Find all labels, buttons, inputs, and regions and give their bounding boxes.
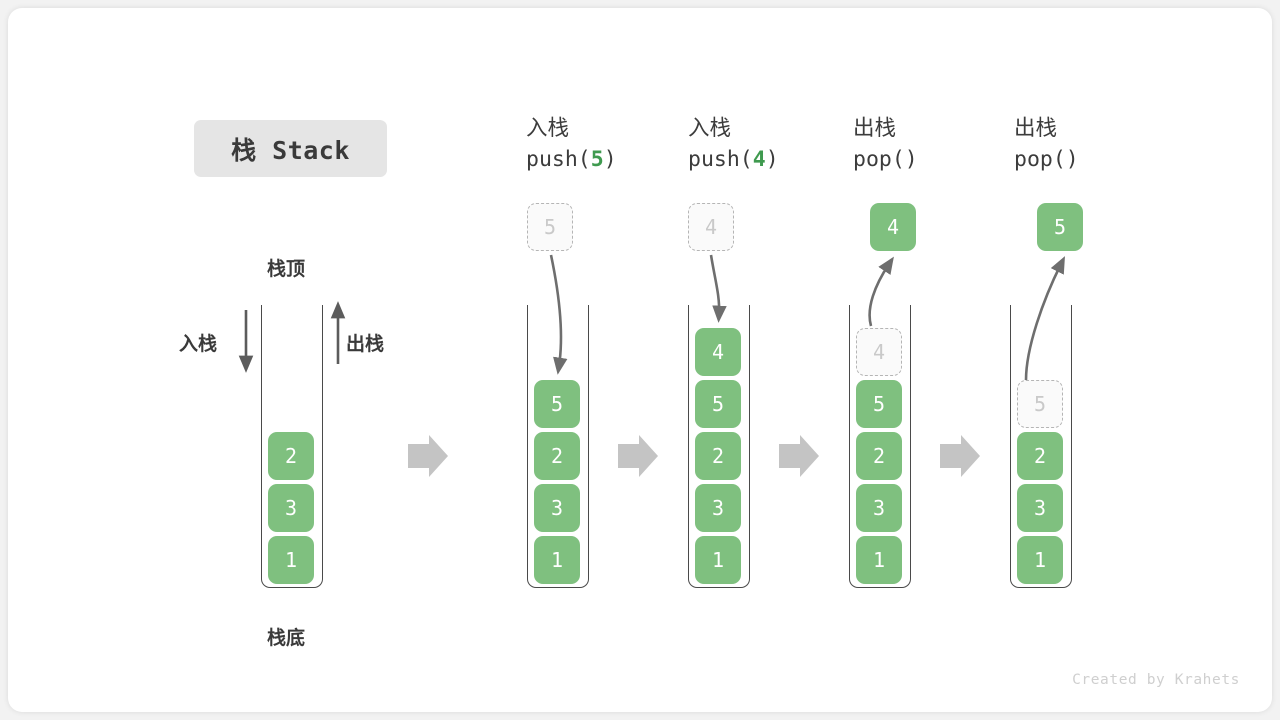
flow-arrow-2 xyxy=(618,435,658,477)
title-badge: 栈 Stack xyxy=(194,120,387,177)
stack-cell: 1 xyxy=(856,536,902,584)
stack-container-push-4 xyxy=(688,305,750,588)
code-suffix: ) xyxy=(765,146,779,172)
external-element-pop-2: 5 xyxy=(1037,203,1083,251)
stack-cell: 1 xyxy=(695,536,741,584)
code-prefix: push( xyxy=(526,146,591,172)
stack-container-pop-2 xyxy=(1010,305,1072,588)
pop-direction-label: 出栈 xyxy=(346,333,385,355)
operation-label-cn: 入栈 xyxy=(688,116,732,141)
code-argument: 5 xyxy=(590,146,604,172)
operation-label-push-5: 入栈 push(5) xyxy=(526,114,617,175)
stack-cell: 3 xyxy=(1017,484,1063,532)
stack-cell: 2 xyxy=(534,432,580,480)
code-suffix: ) xyxy=(1065,146,1079,172)
stack-cell: 3 xyxy=(695,484,741,532)
operation-label-pop-2: 出栈 pop() xyxy=(1014,114,1079,175)
code-prefix: push( xyxy=(688,146,753,172)
stack-cell: 4 xyxy=(695,328,741,376)
operation-label-code: push(5) xyxy=(526,145,617,176)
stack-cell: 2 xyxy=(856,432,902,480)
stack-cell: 5 xyxy=(1017,380,1063,428)
stack-cell: 5 xyxy=(534,380,580,428)
operation-label-cn: 入栈 xyxy=(526,116,570,141)
stack-cell: 2 xyxy=(695,432,741,480)
code-prefix: pop( xyxy=(1014,146,1066,172)
stack-top-label: 栈顶 xyxy=(267,258,306,280)
stack-bottom-label: 栈底 xyxy=(267,627,306,649)
stack-cell: 4 xyxy=(856,328,902,376)
operation-label-pop-1: 出栈 pop() xyxy=(853,114,918,175)
diagram-card: 栈 Stack 栈顶 栈底 入栈 出栈 入栈 push(5) 入栈 push(4… xyxy=(8,8,1272,712)
stack-cell: 1 xyxy=(268,536,314,584)
external-element-push-4: 4 xyxy=(688,203,734,251)
stack-cell: 1 xyxy=(1017,536,1063,584)
operation-label-cn: 出栈 xyxy=(1014,116,1058,141)
stack-cell: 5 xyxy=(856,380,902,428)
flow-arrow-4 xyxy=(940,435,980,477)
stack-cell: 1 xyxy=(534,536,580,584)
flow-arrow-1 xyxy=(408,435,448,477)
credit-text: Created by Krahets xyxy=(1072,672,1240,688)
page-title: 栈 Stack xyxy=(231,135,350,165)
stack-cell: 2 xyxy=(268,432,314,480)
stack-cell: 3 xyxy=(268,484,314,532)
code-suffix: ) xyxy=(603,146,617,172)
operation-label-cn: 出栈 xyxy=(853,116,897,141)
code-prefix: pop( xyxy=(853,146,905,172)
operation-label-code: pop() xyxy=(1014,145,1079,176)
stack-cell: 3 xyxy=(856,484,902,532)
stack-container-push-5 xyxy=(527,305,589,588)
operation-label-push-4: 入栈 push(4) xyxy=(688,114,779,175)
push-direction-label: 入栈 xyxy=(179,333,218,355)
code-suffix: ) xyxy=(904,146,918,172)
external-element-push-5: 5 xyxy=(527,203,573,251)
stack-container-pop-1 xyxy=(849,305,911,588)
arrow-overlay xyxy=(238,254,1065,477)
stack-cell: 3 xyxy=(534,484,580,532)
operation-label-code: pop() xyxy=(853,145,918,176)
external-element-pop-1: 4 xyxy=(870,203,916,251)
code-argument: 4 xyxy=(752,146,766,172)
operation-label-code: push(4) xyxy=(688,145,779,176)
stack-cell: 5 xyxy=(695,380,741,428)
flow-arrow-3 xyxy=(779,435,819,477)
stack-container-initial xyxy=(261,305,323,588)
stack-cell: 2 xyxy=(1017,432,1063,480)
